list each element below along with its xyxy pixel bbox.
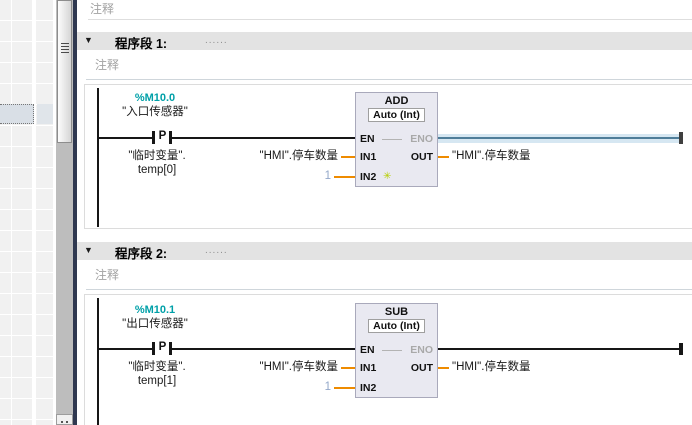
edge-operand-line1[interactable]: "临时变量". bbox=[128, 150, 186, 162]
port-out[interactable]: OUT bbox=[410, 151, 433, 163]
out-wire bbox=[438, 367, 449, 369]
port-in1[interactable]: IN1 bbox=[360, 362, 377, 374]
network-1-comment-field[interactable]: 注释 bbox=[95, 58, 120, 72]
add-block[interactable]: ADD Auto (Int) EN ENO IN1 OUT IN2 ✳ bbox=[355, 92, 438, 187]
block-mode[interactable]: Auto (Int) bbox=[368, 108, 425, 122]
table-gridline-v bbox=[53, 0, 56, 425]
contact-tag[interactable]: "出口传感器" bbox=[122, 318, 188, 330]
in2-wire bbox=[334, 176, 355, 178]
right-rail-tick bbox=[679, 132, 683, 144]
rung-wire[interactable] bbox=[172, 348, 355, 350]
en-eno-dash bbox=[382, 350, 402, 351]
panel-divider bbox=[73, 0, 77, 425]
network-1-title[interactable]: 程序段 1: bbox=[115, 37, 168, 51]
in1-operand[interactable]: "HMI".停车数量 bbox=[259, 150, 338, 162]
in1-operand[interactable]: "HMI".停车数量 bbox=[259, 361, 338, 373]
scrollbar-bottom-button[interactable] bbox=[56, 414, 73, 425]
separator bbox=[88, 19, 692, 20]
out-operand[interactable]: "HMI".停车数量 bbox=[452, 361, 531, 373]
scroll-arrow-icon bbox=[66, 421, 68, 423]
in2-wire bbox=[334, 387, 355, 389]
collapse-triangle-icon[interactable]: ▼ bbox=[84, 35, 93, 45]
edge-operand-line2[interactable]: temp[0] bbox=[137, 164, 177, 176]
port-in1[interactable]: IN1 bbox=[360, 151, 377, 163]
block-name: ADD bbox=[384, 95, 409, 107]
table-gridline-v bbox=[11, 0, 12, 425]
collapse-triangle-icon[interactable]: ▼ bbox=[84, 245, 93, 255]
network-1-title-dots[interactable]: ...... bbox=[205, 35, 228, 46]
port-eno[interactable]: ENO bbox=[410, 133, 433, 145]
port-out[interactable]: OUT bbox=[410, 362, 433, 374]
contact-address[interactable]: %M10.1 bbox=[134, 304, 176, 316]
port-in2[interactable]: IN2 bbox=[360, 382, 377, 394]
contact-tag[interactable]: "入口传感器" bbox=[122, 106, 188, 118]
network-2-title-dots[interactable]: ...... bbox=[205, 245, 228, 256]
block-name: SUB bbox=[384, 306, 409, 318]
network-1-header[interactable]: ▼ 程序段 1: ...... bbox=[77, 32, 692, 51]
separator bbox=[86, 289, 692, 290]
contact-p-label[interactable]: P bbox=[158, 130, 167, 142]
network-2-header[interactable]: ▼ 程序段 2: ...... bbox=[77, 242, 692, 261]
scroll-arrow-icon bbox=[61, 421, 63, 423]
network-1-canvas[interactable] bbox=[84, 84, 692, 229]
contact-leg-left[interactable] bbox=[152, 131, 155, 144]
eno-wire[interactable] bbox=[438, 348, 680, 350]
network-2-title[interactable]: 程序段 2: bbox=[115, 247, 168, 261]
right-rail-tick bbox=[679, 343, 683, 355]
data-table-fragment[interactable] bbox=[0, 0, 56, 425]
separator bbox=[86, 79, 692, 80]
table-gridline-v bbox=[32, 0, 36, 425]
rung-wire[interactable] bbox=[97, 137, 152, 139]
in1-wire bbox=[341, 367, 355, 369]
selected-cell[interactable] bbox=[0, 104, 34, 124]
scrollbar-grip-icon bbox=[61, 43, 69, 53]
port-eno[interactable]: ENO bbox=[410, 344, 433, 356]
out-operand[interactable]: "HMI".停车数量 bbox=[452, 150, 531, 162]
port-en[interactable]: EN bbox=[360, 344, 375, 356]
insert-input-star-icon[interactable]: ✳ bbox=[383, 171, 392, 182]
block-comment-field[interactable]: 注释 bbox=[90, 2, 115, 16]
contact-leg-right[interactable] bbox=[169, 342, 172, 355]
rung-wire[interactable] bbox=[97, 348, 152, 350]
contact-leg-right[interactable] bbox=[169, 131, 172, 144]
scrollbar-thumb[interactable] bbox=[57, 0, 72, 143]
in2-operand[interactable]: 1 bbox=[324, 381, 331, 393]
contact-address[interactable]: %M10.0 bbox=[134, 92, 176, 104]
sub-block[interactable]: SUB Auto (Int) EN ENO IN1 OUT IN2 bbox=[355, 303, 438, 398]
contact-p-label[interactable]: P bbox=[158, 341, 167, 353]
block-mode[interactable]: Auto (Int) bbox=[368, 319, 425, 333]
port-in2[interactable]: IN2 bbox=[360, 171, 377, 183]
rung-wire[interactable] bbox=[172, 137, 355, 139]
in1-wire bbox=[341, 156, 355, 158]
edge-operand-line2[interactable]: temp[1] bbox=[137, 375, 177, 387]
en-eno-dash bbox=[382, 139, 402, 140]
port-en[interactable]: EN bbox=[360, 133, 375, 145]
power-rail bbox=[97, 298, 99, 425]
in2-operand[interactable]: 1 bbox=[324, 170, 331, 182]
eno-wire[interactable] bbox=[438, 137, 680, 139]
selected-cell-neighbor bbox=[37, 104, 53, 124]
contact-leg-left[interactable] bbox=[152, 342, 155, 355]
network-2-canvas[interactable] bbox=[84, 294, 692, 425]
out-wire bbox=[438, 156, 449, 158]
edge-operand-line1[interactable]: "临时变量". bbox=[128, 361, 186, 373]
power-rail bbox=[97, 88, 99, 227]
network-2-comment-field[interactable]: 注释 bbox=[95, 268, 120, 282]
